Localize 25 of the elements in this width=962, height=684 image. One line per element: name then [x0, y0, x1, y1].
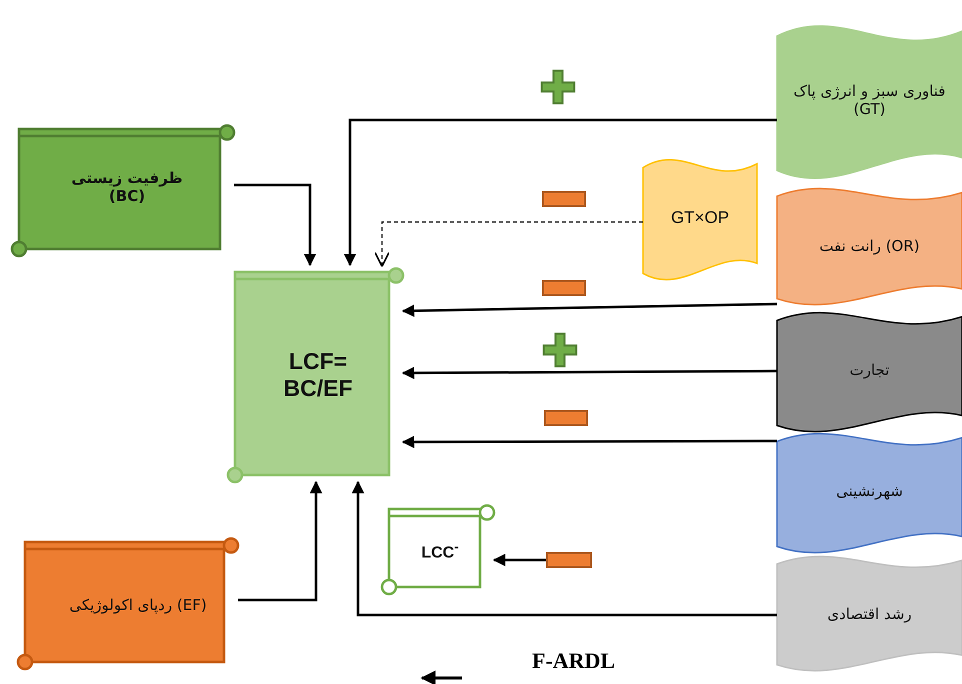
node-label: شهرنشینی [836, 482, 903, 500]
node-label: ردپای اکولوژیکی (EF) [69, 596, 207, 614]
arrow [402, 302, 778, 318]
scroll-shape [228, 265, 403, 482]
node-label: ظرفیت زیستی (BC) [70, 169, 184, 205]
scroll-shape [12, 122, 234, 256]
scroll-shape [18, 535, 238, 669]
arrow [402, 436, 777, 448]
node-label: رانت نفت (OR) [819, 237, 920, 255]
node-label: LCC$^{-}$ [421, 539, 459, 563]
arrow [352, 480, 777, 616]
node-label: تجارت [850, 361, 890, 379]
arrow [402, 366, 777, 380]
node-label: فناوری سبز و انرژی پاک (GT) [792, 82, 946, 118]
legend-label: F-ARDL [532, 648, 616, 674]
minus-sign [546, 552, 592, 568]
node-label: GT×OP [670, 208, 730, 228]
dashed-arrow [374, 221, 643, 268]
arrow [492, 554, 546, 566]
scroll-shape [382, 502, 494, 594]
arrow [238, 480, 322, 602]
node-label: LCF= BC/EF [282, 348, 354, 402]
arrow [234, 184, 316, 266]
node-label: رشد اقتصادی [827, 605, 912, 623]
arrow [344, 118, 777, 266]
